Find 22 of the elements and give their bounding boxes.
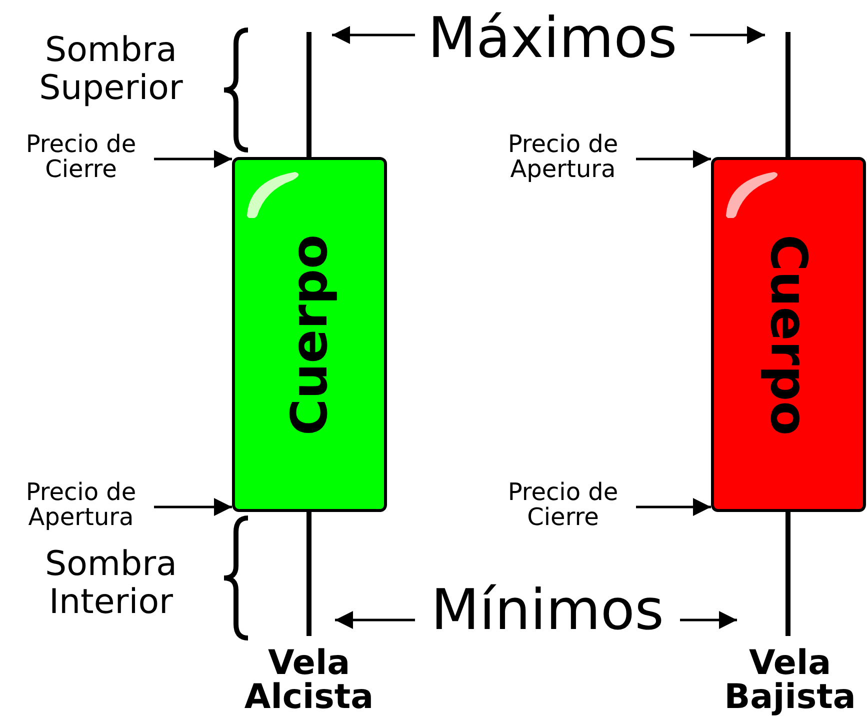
arrow: [335, 611, 415, 629]
arrow: [636, 150, 711, 168]
body-label: Cuerpo: [760, 234, 818, 435]
heading-label: Mínimos: [431, 580, 664, 642]
candle-body: [232, 157, 387, 512]
arrow: [690, 26, 765, 44]
shadow-label: Sombra Superior: [38, 31, 184, 108]
candle-title: Vela Bajista: [723, 646, 857, 714]
price-label: Precio de Cierre: [24, 132, 138, 182]
candle-title: Vela Alcista: [243, 646, 375, 714]
arrow: [154, 150, 232, 168]
heading-label: Máximos: [428, 8, 678, 70]
price-label: Precio de Apertura: [506, 132, 620, 182]
price-label: Precio de Cierre: [506, 480, 620, 530]
candle-body: [711, 157, 866, 512]
body-label: Cuerpo: [280, 234, 338, 435]
arrow: [636, 498, 711, 516]
arrow: [680, 611, 737, 629]
arrow: [332, 26, 415, 44]
arrow: [154, 498, 232, 516]
shadow-label: Sombra Interior: [44, 545, 178, 622]
price-label: Precio de Apertura: [24, 480, 138, 530]
